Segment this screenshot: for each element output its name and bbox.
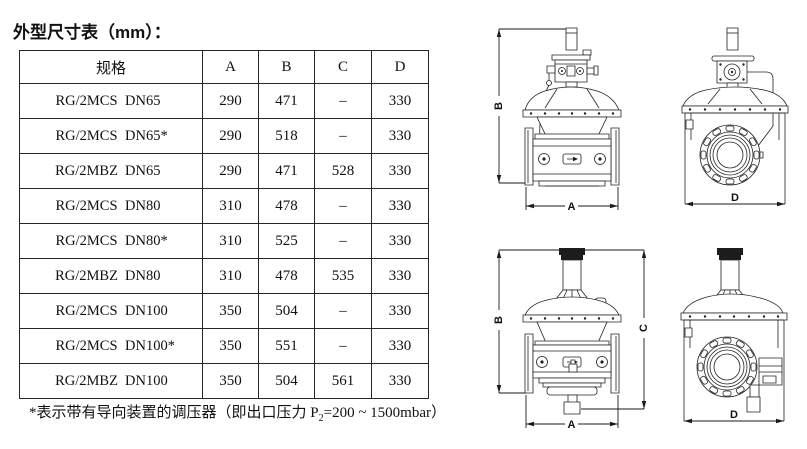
dim-label-a: A (568, 201, 576, 213)
value-d: 330 (371, 118, 429, 154)
value-c: – (314, 118, 372, 154)
value-b: 504 (258, 363, 315, 399)
dimension-a: A (526, 187, 618, 213)
value-c: 535 (314, 258, 372, 294)
dim-label-b: B (493, 316, 505, 324)
dimension-b: B (493, 29, 567, 183)
value-d: 330 (371, 363, 429, 399)
dim-label-a: A (568, 419, 576, 431)
diaphragm-dome (682, 87, 788, 113)
drawing-front-view-bottom: B C A (483, 238, 648, 438)
diaphragm-dome (523, 87, 621, 138)
side-mechanism (747, 358, 782, 412)
value-c: – (314, 223, 372, 259)
spring-cap (727, 28, 738, 50)
valve-body (685, 113, 785, 204)
inlet-flange (697, 337, 757, 397)
value-a: 310 (202, 223, 259, 259)
drawing-front-view-top: B A (483, 8, 643, 216)
value-d: 330 (371, 328, 429, 364)
bolt-slots (698, 338, 756, 396)
value-d: 330 (371, 188, 429, 224)
value-a: 290 (202, 83, 259, 119)
value-b: 551 (258, 328, 315, 364)
pilot-regulator (540, 50, 598, 154)
value-c: 528 (314, 153, 372, 189)
valve-body (525, 128, 619, 186)
value-c: – (314, 83, 372, 119)
col-header-d: D (371, 50, 429, 84)
value-a: 310 (202, 258, 259, 294)
col-header-spec: 规格 (19, 50, 203, 84)
dim-label-c: C (638, 324, 648, 332)
value-d: 330 (371, 258, 429, 294)
value-a: 350 (202, 328, 259, 364)
table-header-row: 规格 A B C D (19, 50, 429, 84)
valve-body (684, 320, 784, 421)
diaphragm-dome (681, 294, 787, 320)
value-c: – (314, 188, 372, 224)
dimension-a: A (526, 395, 618, 431)
bolt-slots (701, 126, 759, 184)
dim-label-b: B (493, 102, 505, 110)
col-header-a: A (202, 50, 259, 84)
spring-cap (566, 28, 577, 50)
value-d: 330 (371, 83, 429, 119)
value-a: 290 (202, 153, 259, 189)
dimension-c: C (581, 250, 648, 409)
value-c: 561 (314, 363, 372, 399)
value-a: 290 (202, 118, 259, 154)
footnote: *表示带有导向装置的调压器（即出口压力 P2=200 ~ 1500mbar） (29, 405, 447, 424)
dimension-d: D (684, 409, 784, 424)
value-b: 518 (258, 118, 315, 154)
value-c: – (314, 293, 372, 329)
col-header-c: C (314, 50, 372, 84)
value-b: 504 (258, 293, 315, 329)
value-c: – (314, 328, 372, 364)
diaphragm-dome (523, 297, 621, 345)
dim-label-d: D (730, 409, 738, 421)
value-b: 478 (258, 188, 315, 224)
value-b: 478 (258, 258, 315, 294)
value-d: 330 (371, 293, 429, 329)
dimension-d: D (685, 192, 785, 207)
inlet-flange (700, 125, 760, 185)
value-a: 350 (202, 293, 259, 329)
col-header-b: B (258, 50, 315, 84)
value-a: 310 (202, 188, 259, 224)
value-b: 471 (258, 83, 315, 119)
value-d: 330 (371, 223, 429, 259)
drawing-side-view-top: D (650, 8, 807, 216)
page-title: 外型尺寸表（mm）： (13, 23, 171, 42)
value-b: 471 (258, 153, 315, 189)
value-a: 350 (202, 363, 259, 399)
value-b: 525 (258, 223, 315, 259)
relief-outlet-device (539, 378, 605, 414)
drawing-side-view-bottom: D (650, 238, 807, 438)
dim-label-d: D (731, 192, 739, 204)
value-d: 330 (371, 153, 429, 189)
